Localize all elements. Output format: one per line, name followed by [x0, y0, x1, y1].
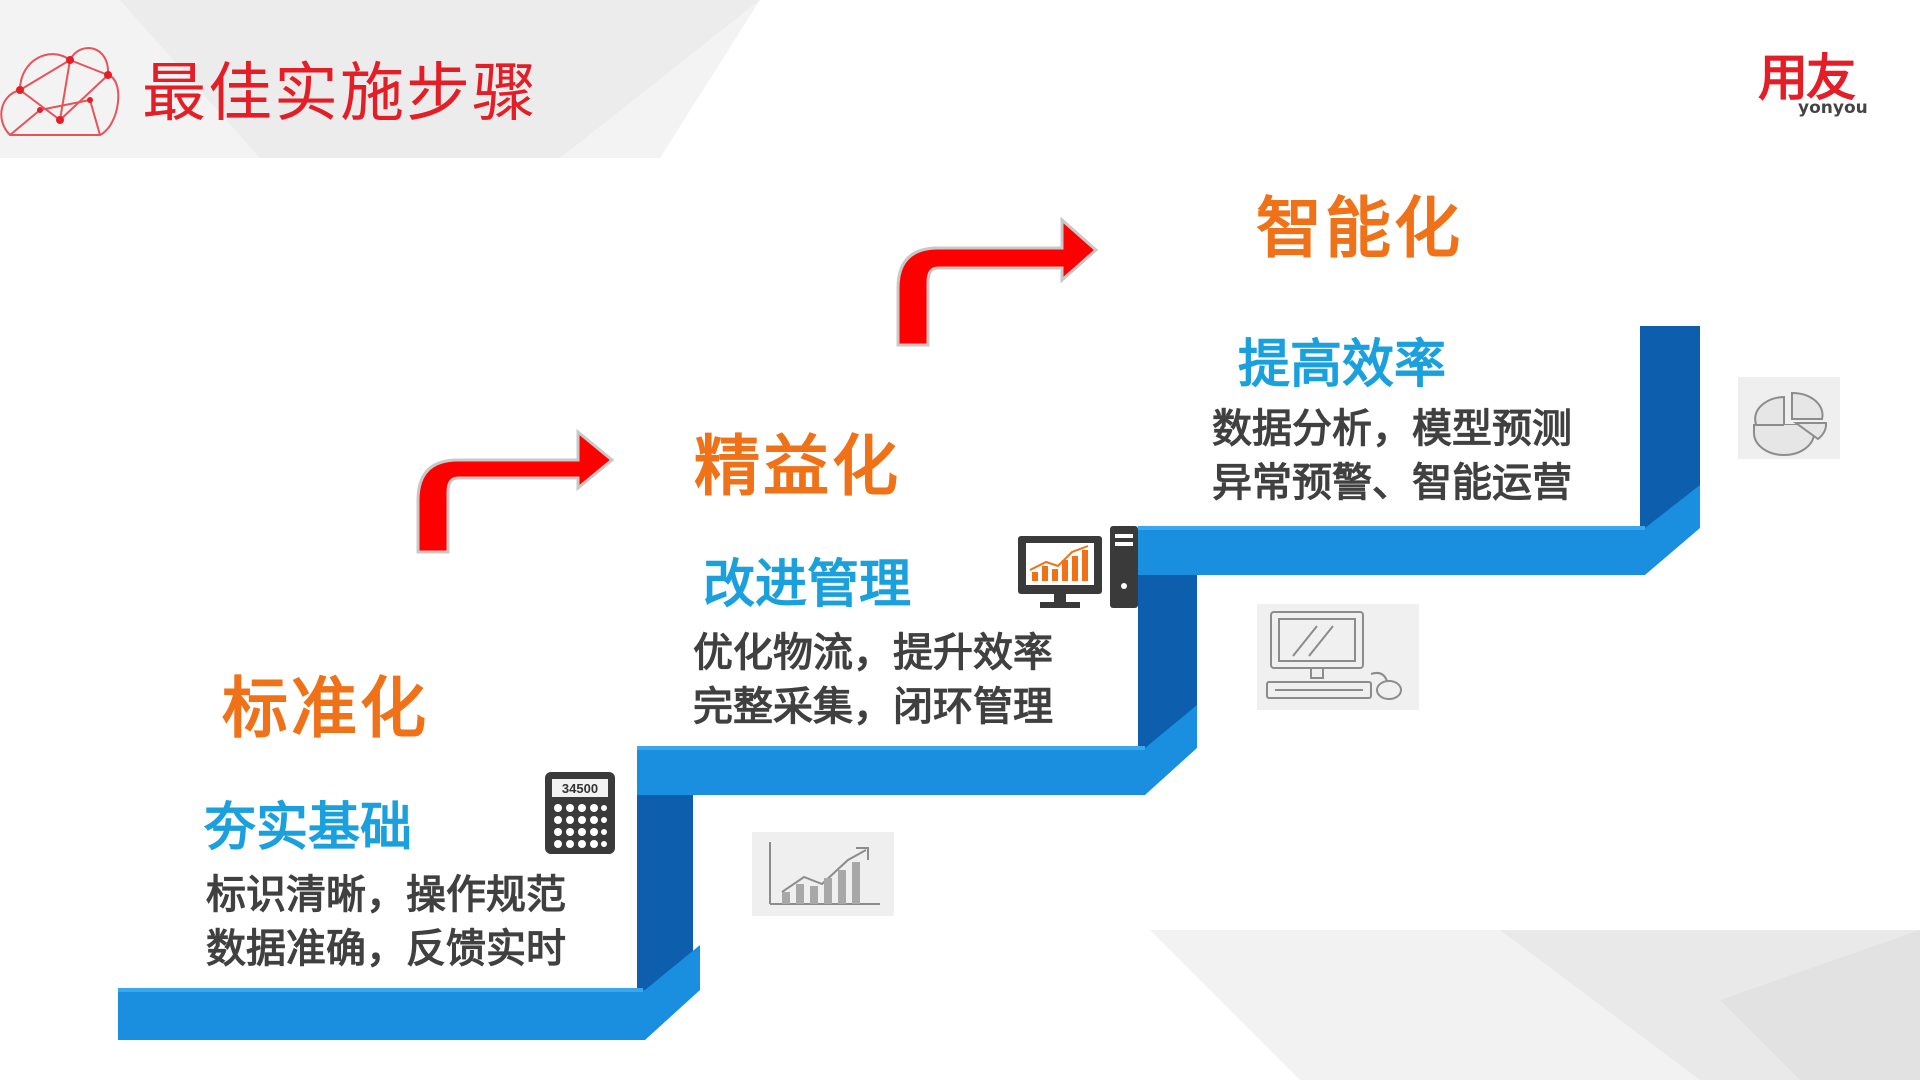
- stage-3-line-2: 异常预警、智能运营: [1212, 460, 1572, 506]
- calculator-display: 34500: [562, 781, 598, 796]
- stair-riser-1: [637, 750, 693, 995]
- brand-logo: 用友: [1758, 49, 1856, 107]
- brand-logo-subtext: yonyou: [1798, 98, 1868, 118]
- growth-chart-icon: [752, 832, 894, 916]
- stage-2-line-2: 完整采集，闭环管理: [693, 684, 1053, 730]
- computer-chart-icon: [1018, 526, 1138, 608]
- stage-subtitle-1: 夯实基础: [204, 798, 413, 858]
- stage-title-lean: 精益化: [694, 428, 901, 505]
- stage-2-line-1: 优化物流，提升效率: [693, 630, 1053, 676]
- progress-arrow-1: [416, 428, 615, 554]
- stage-description-2: 优化物流，提升效率 完整采集，闭环管理: [693, 626, 1053, 734]
- stage-title-standardization: 标准化: [222, 670, 429, 747]
- stage-1-line-1: 标识清晰，操作规范: [206, 872, 566, 918]
- calculator-icon: 34500: [545, 772, 615, 854]
- pie-chart-icon: [1738, 377, 1840, 459]
- desktop-computer-icon: [1257, 604, 1419, 710]
- progress-arrow-2: [896, 216, 1099, 347]
- stage-description-1: 标识清晰，操作规范 数据准确，反馈实时: [206, 868, 566, 976]
- stage-title-intelligent: 智能化: [1256, 190, 1463, 267]
- stair-riser-2: [1138, 528, 1197, 748]
- stage-description-3: 数据分析，模型预测 异常预警、智能运营: [1212, 402, 1572, 510]
- stair-riser-3: [1640, 326, 1700, 528]
- page-title: 最佳实施步骤: [142, 57, 538, 131]
- stage-subtitle-3: 提高效率: [1238, 335, 1447, 395]
- stair-tread-1: [118, 945, 700, 1040]
- stage-3-line-1: 数据分析，模型预测: [1212, 406, 1572, 452]
- stage-subtitle-2: 改进管理: [703, 555, 912, 615]
- cloud-network-logo: [0, 47, 120, 136]
- stage-1-line-2: 数据准确，反馈实时: [206, 926, 566, 972]
